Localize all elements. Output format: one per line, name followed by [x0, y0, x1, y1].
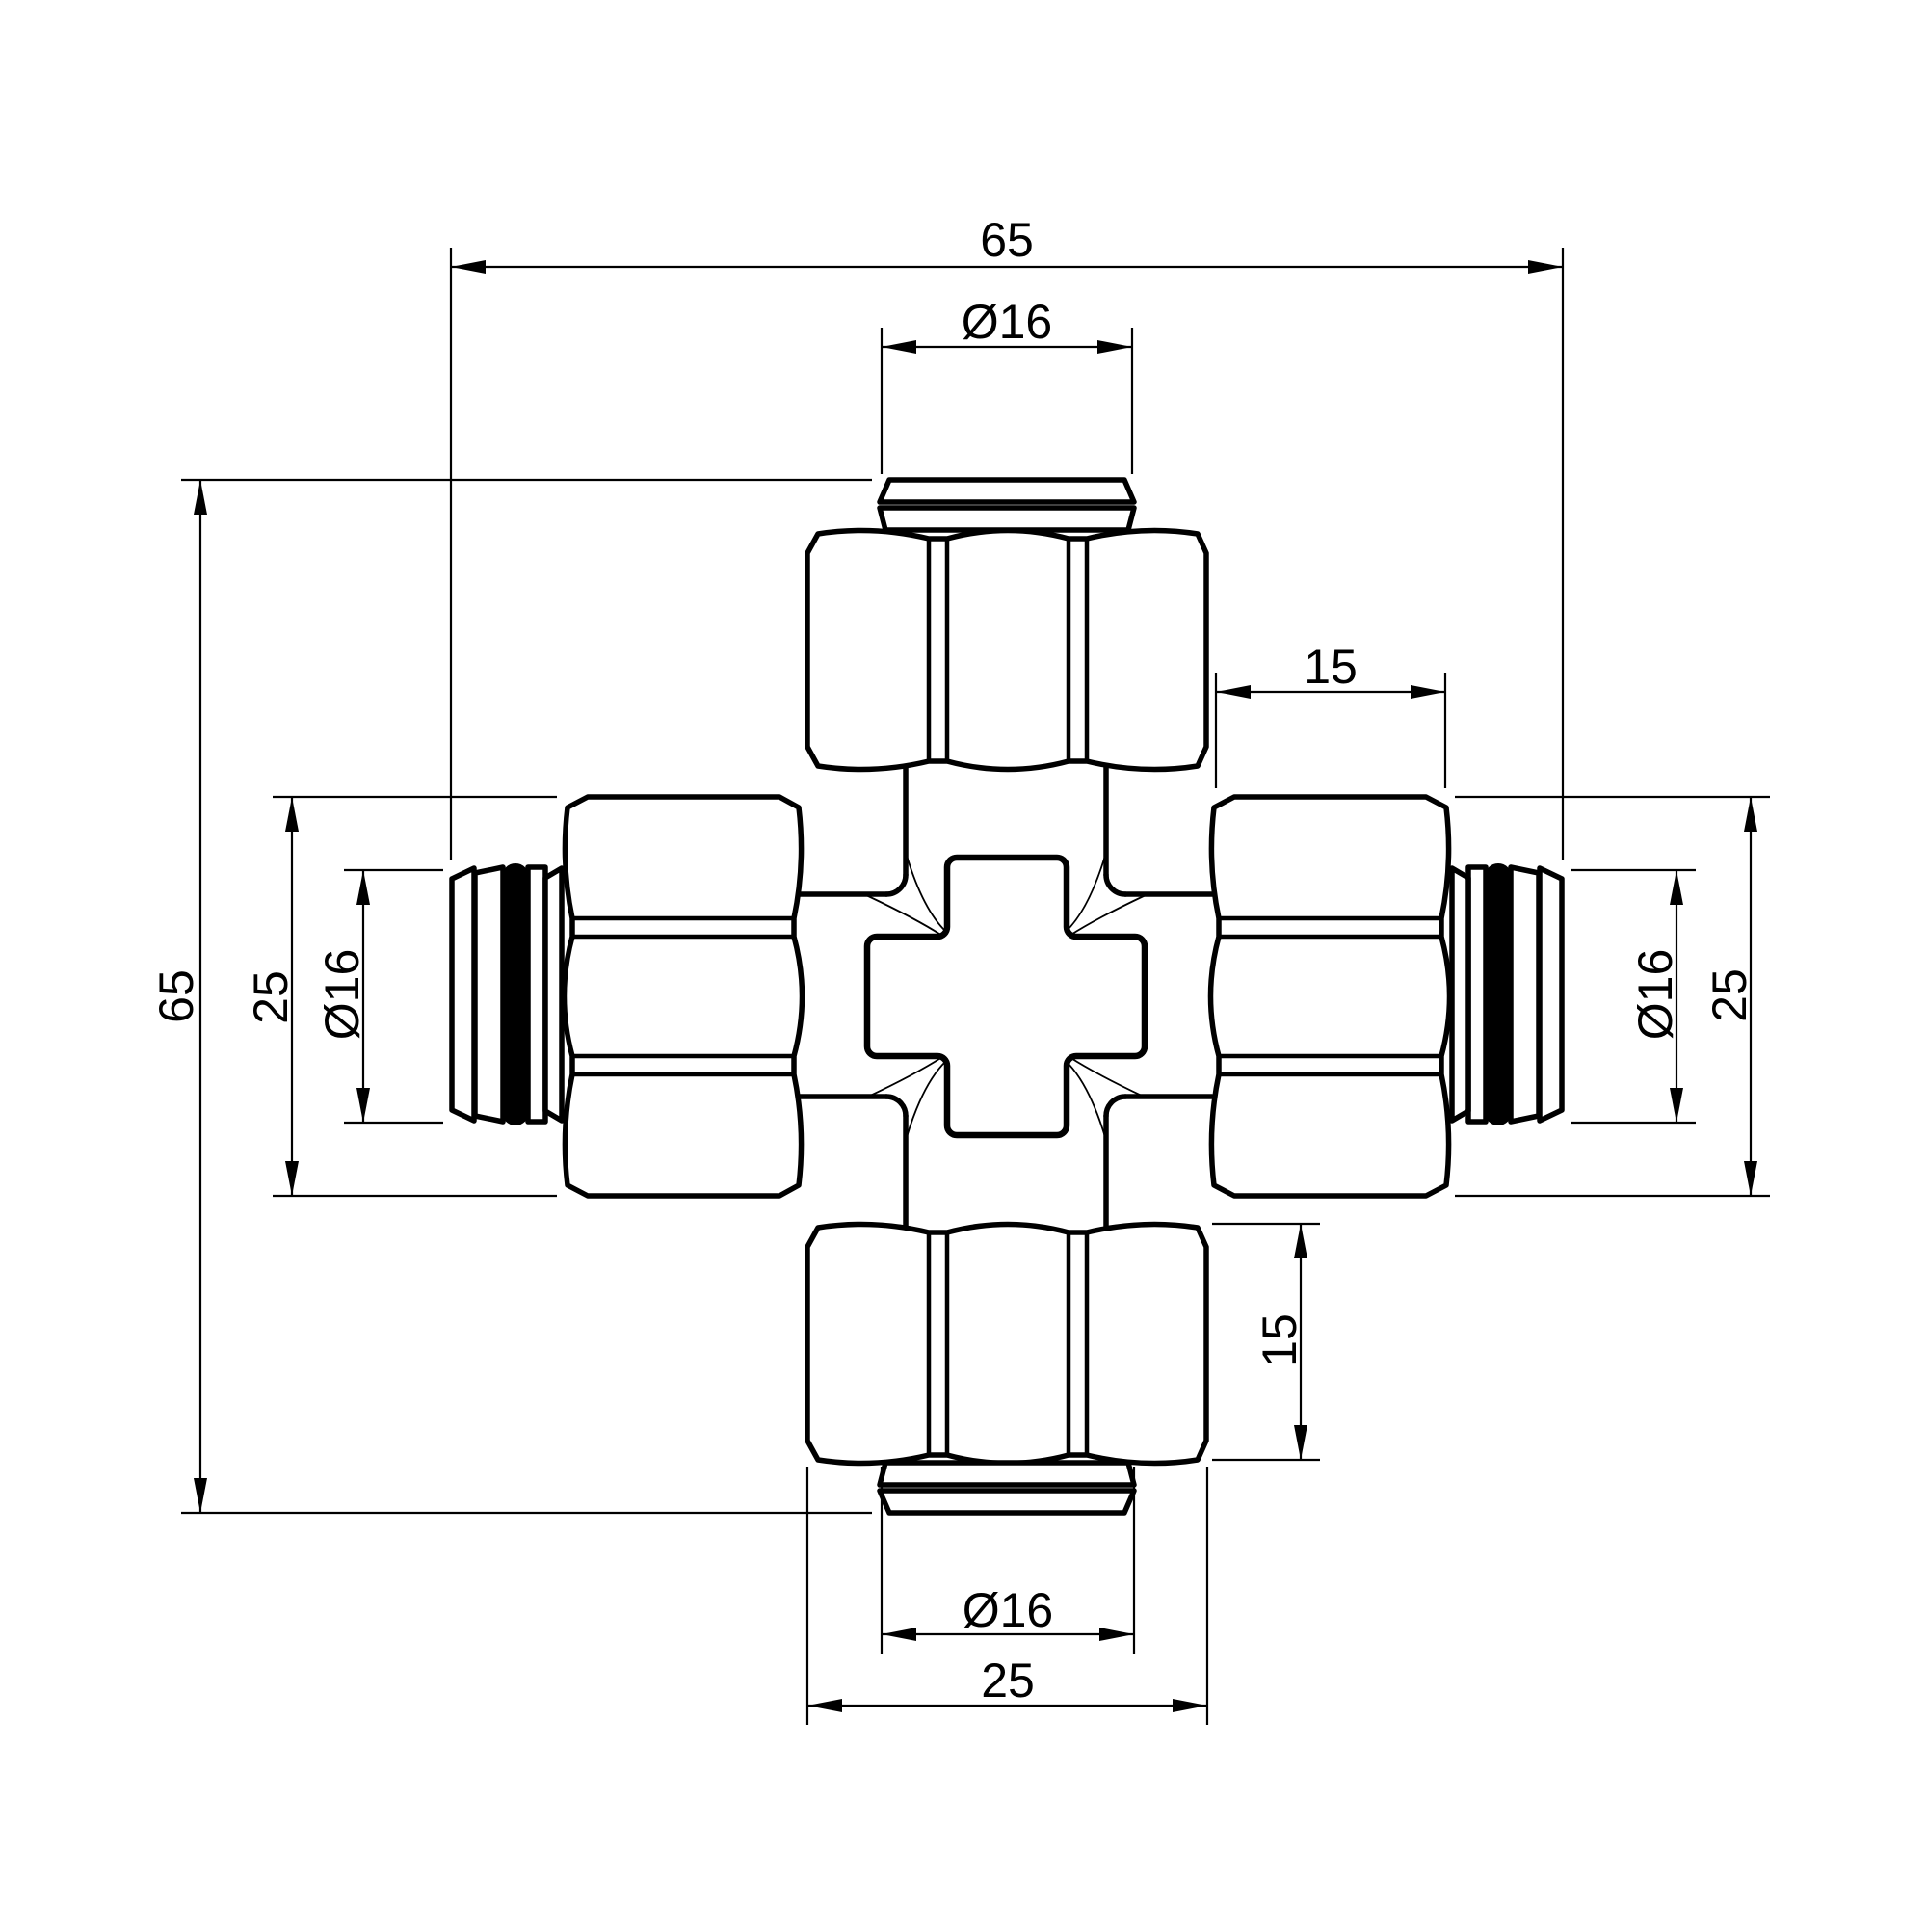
dim-bottom-port-diameter: Ø16: [880, 1467, 1136, 1654]
cap-bottom-inner-ring: [877, 1460, 1137, 1488]
male-band-right: [1508, 864, 1542, 1125]
hex-nut-right-outline: [1207, 794, 1453, 1199]
hex-nut-left-facet-edges: [569, 915, 797, 1077]
dim-label: 15: [1253, 1313, 1307, 1367]
arrow-down-icon: [356, 1088, 370, 1123]
male-chamfer-ring-left: [542, 865, 565, 1124]
dim-label: Ø16: [1628, 949, 1682, 1041]
fitting-body: [449, 477, 1565, 1516]
dim-bottom-hex-length: 15: [1212, 1222, 1320, 1462]
dimension-annotations: 65 Ø16 15 65: [149, 213, 1770, 1725]
hex-nut-left: [561, 794, 805, 1199]
male-chamfer-ring-right: [1449, 865, 1471, 1124]
arrow-right-icon: [1097, 340, 1132, 354]
dim-extension-lines: [344, 868, 443, 1125]
hex-nut-top-outline: [805, 527, 1209, 773]
arrow-up-icon: [1294, 1224, 1307, 1258]
dim-label: 65: [149, 969, 203, 1023]
dim-extension-lines: [1455, 795, 1770, 1198]
dim-extension-lines: [449, 248, 1565, 860]
o-ring-right: [1485, 863, 1512, 1125]
hex-nut-right: [1207, 794, 1453, 1199]
arrow-left-icon: [451, 260, 486, 274]
hex-nut-top-facet-edges: [926, 536, 1090, 764]
dim-overall-height: 65: [149, 478, 872, 1515]
hex-nut-left-outline: [561, 794, 805, 1199]
arrow-down-icon: [1670, 1088, 1683, 1123]
dim-extension-lines: [805, 1467, 1209, 1725]
arrow-up-icon: [194, 480, 207, 515]
arrow-up-icon: [1744, 797, 1757, 832]
dim-label: Ø16: [962, 295, 1053, 349]
dim-right-hex-length: 15: [1214, 640, 1447, 788]
arrow-up-icon: [356, 870, 370, 905]
dim-left-hex-across-flats: 25: [244, 795, 557, 1198]
dim-right-port-diameter: Ø16: [1571, 868, 1696, 1125]
male-band-left: [472, 864, 506, 1125]
male-end-left: [449, 863, 565, 1125]
dim-label: 25: [1703, 968, 1756, 1022]
hex-nut-bottom-facet-edges: [926, 1230, 1090, 1458]
hex-nut-bottom: [805, 1221, 1209, 1467]
arrow-right-icon: [1411, 685, 1445, 699]
arrow-right-icon: [1099, 1628, 1134, 1641]
arrow-left-icon: [1216, 685, 1251, 699]
arrow-up-icon: [285, 797, 299, 832]
dim-label: 65: [980, 213, 1034, 267]
o-ring-left: [502, 863, 529, 1125]
dim-label: Ø16: [963, 1583, 1054, 1637]
cap-bottom-outer-ring: [877, 1488, 1137, 1516]
male-tip-right: [1537, 865, 1565, 1124]
male-end-right: [1449, 863, 1565, 1125]
dim-top-port-diameter: Ø16: [880, 295, 1134, 474]
center-cross-bore: [863, 854, 1148, 1139]
dim-extension-lines: [880, 328, 1134, 474]
arrow-right-icon: [1528, 260, 1563, 274]
dim-overall-width: 65: [449, 213, 1565, 860]
arrow-left-icon: [882, 340, 916, 354]
cap-top-outer-ring: [877, 477, 1137, 505]
dim-extension-lines: [181, 478, 872, 1515]
dim-label: 25: [981, 1654, 1035, 1707]
dim-extension-lines: [880, 1467, 1136, 1654]
cap-top-inner-ring: [877, 505, 1137, 533]
male-tip-left: [449, 865, 477, 1124]
dim-label: Ø16: [315, 949, 369, 1041]
arrow-right-icon: [1173, 1699, 1207, 1712]
dim-extension-lines: [1212, 1222, 1320, 1462]
arrow-down-icon: [194, 1478, 207, 1513]
dim-bottom-hex-across-flats: 25: [805, 1467, 1209, 1725]
body-tube-edges: [797, 763, 1215, 1232]
dim-left-port-diameter: Ø16: [315, 868, 443, 1125]
body-fillet-arcs: [884, 872, 1128, 1119]
hex-nut-bottom-outline: [805, 1221, 1209, 1467]
compression-cap-top: [877, 477, 1137, 533]
arrow-left-icon: [882, 1628, 916, 1641]
arrow-down-icon: [1294, 1425, 1307, 1460]
dim-label: 25: [244, 970, 298, 1024]
arrow-down-icon: [285, 1161, 299, 1196]
dim-extension-lines: [273, 795, 557, 1198]
dim-right-hex-across-flats: 25: [1455, 795, 1770, 1198]
hex-nut-top: [805, 527, 1209, 773]
bore-transition-curves: [865, 855, 1147, 1138]
arrow-left-icon: [807, 1699, 842, 1712]
hex-nut-right-facet-edges: [1216, 915, 1444, 1077]
dim-extension-lines: [1571, 868, 1696, 1125]
compression-cap-bottom: [877, 1460, 1137, 1516]
dim-label: 15: [1304, 640, 1358, 694]
arrow-up-icon: [1670, 870, 1683, 905]
arrow-down-icon: [1744, 1161, 1757, 1196]
